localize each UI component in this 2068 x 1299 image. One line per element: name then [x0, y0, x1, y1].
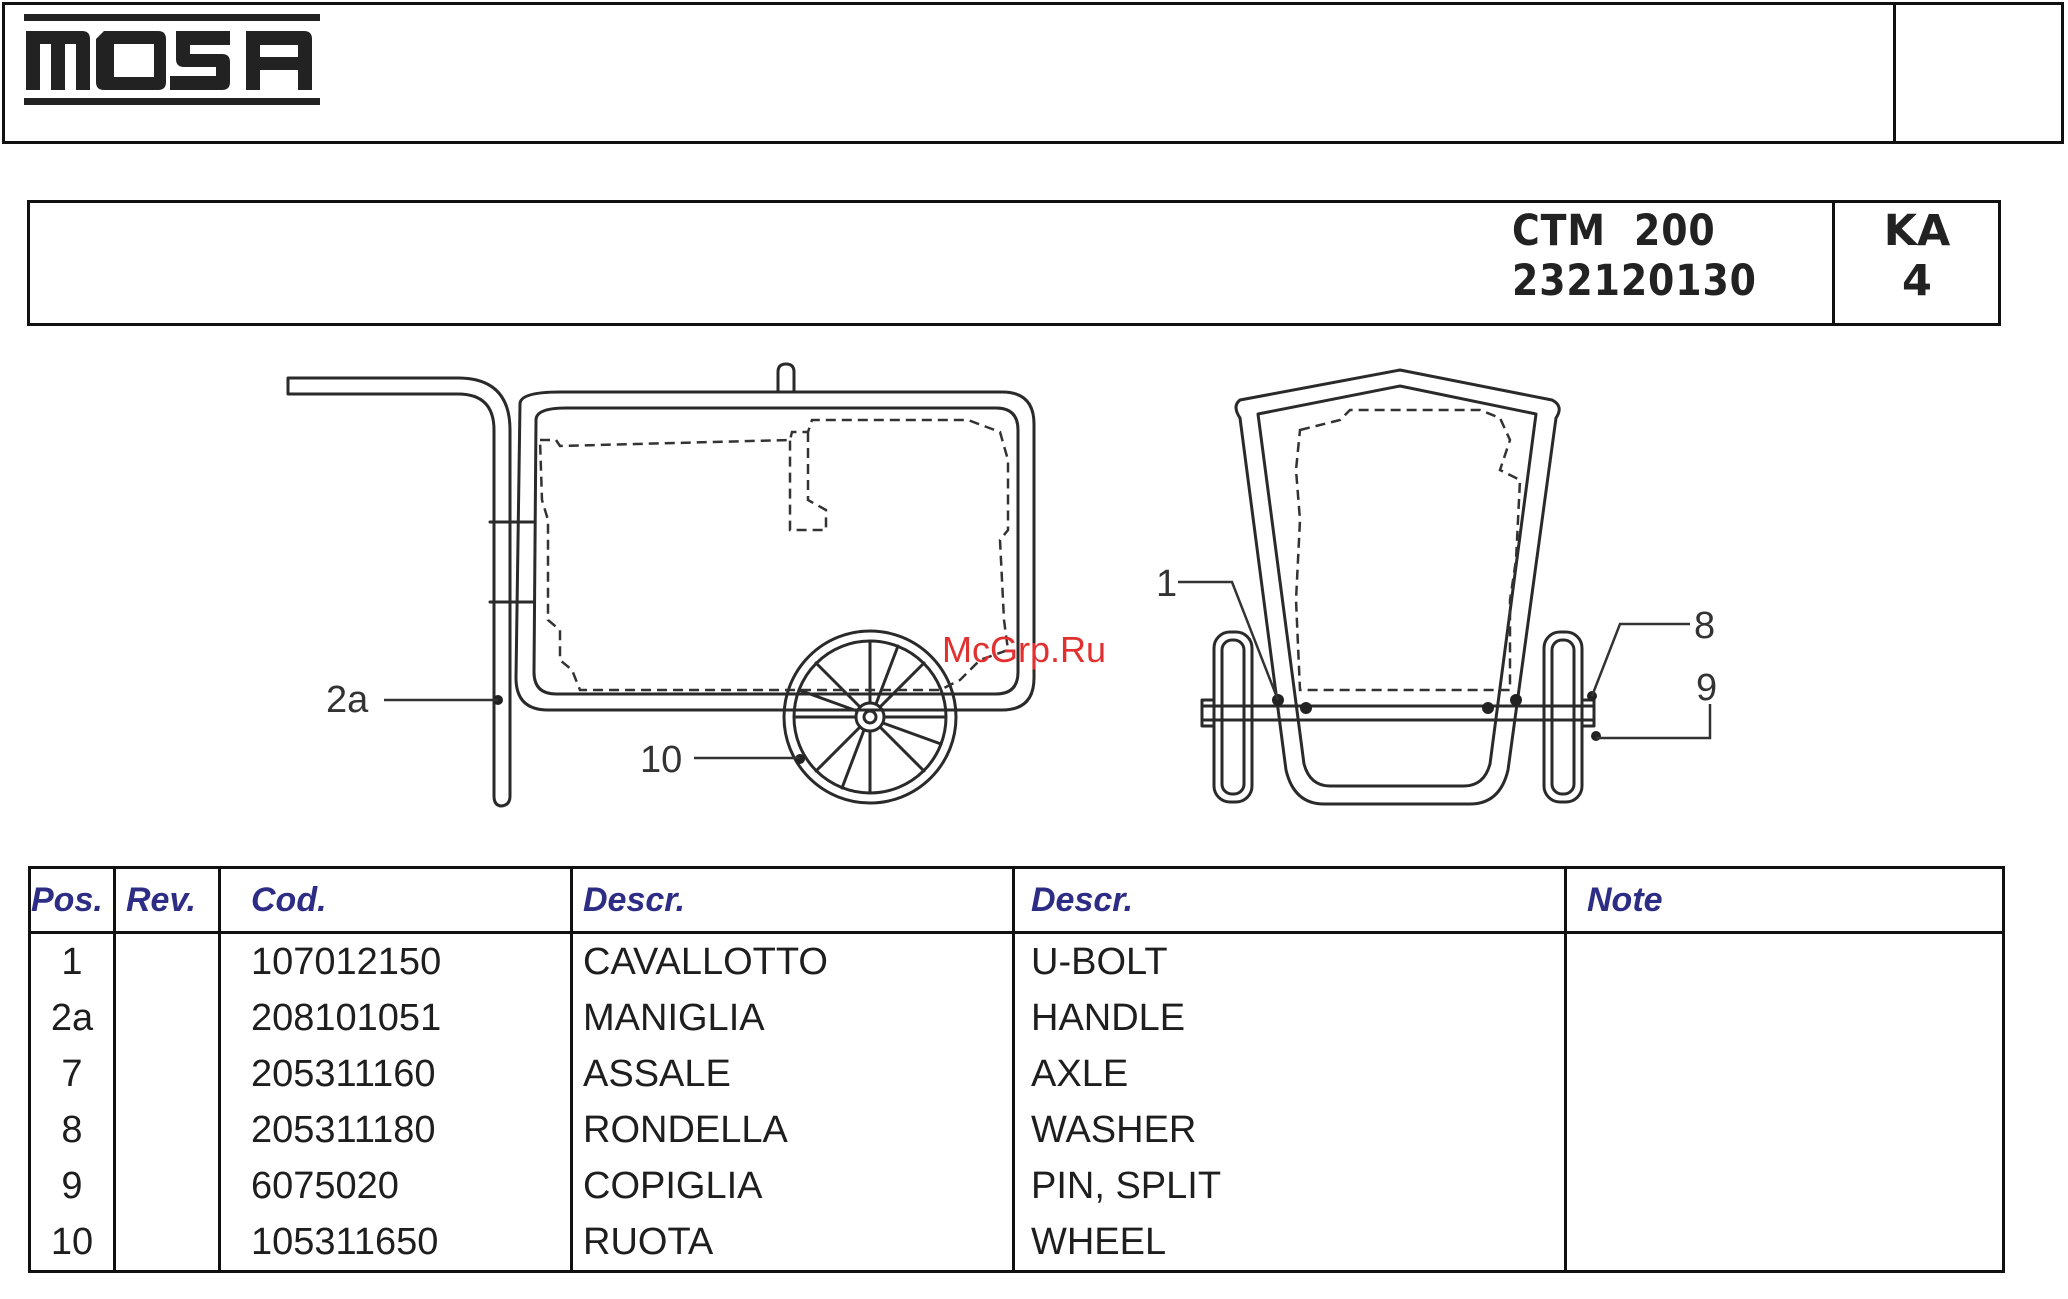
- parts-table: Pos. Rev. Cod. Descr. Descr. Note 1 1070…: [28, 866, 2005, 1273]
- cell-pos: 9: [30, 1158, 115, 1214]
- header-rev: Rev.: [115, 868, 220, 933]
- table-row: 8 205311180 RONDELLA WASHER: [30, 1102, 2004, 1158]
- lifting-eye: [778, 364, 794, 392]
- callout-2a: 2a: [326, 679, 369, 721]
- cell-descr-en: WHEEL: [1014, 1214, 1566, 1272]
- cell-pos: 8: [30, 1102, 115, 1158]
- exploded-drawing: 2a 10 1 8 9 McGrp.Ru: [0, 340, 2068, 820]
- cell-cod: 6075020: [220, 1158, 572, 1214]
- cell-pos: 2a: [30, 990, 115, 1046]
- cell-pos: 7: [30, 1046, 115, 1102]
- engine-outline-front: [1296, 410, 1520, 690]
- callout-9: 9: [1696, 667, 1717, 709]
- cell-descr-it: ASSALE: [572, 1046, 1014, 1102]
- callout-8: 8: [1694, 605, 1715, 647]
- cell-rev: [115, 1214, 220, 1272]
- header-descr-en: Descr.: [1014, 868, 1566, 933]
- title-block-divider: [1832, 200, 1835, 326]
- table-row: 2a 208101051 MANIGLIA HANDLE: [30, 990, 2004, 1046]
- sheet-number: 4: [1836, 256, 1998, 306]
- cell-descr-en: AXLE: [1014, 1046, 1566, 1102]
- sheet-code: KA: [1836, 206, 1998, 256]
- cell-note: [1566, 990, 2004, 1046]
- cell-rev: [115, 1046, 220, 1102]
- callout-1: 1: [1156, 563, 1177, 605]
- cell-descr-en: PIN, SPLIT: [1014, 1158, 1566, 1214]
- header-descr-it: Descr.: [572, 868, 1014, 933]
- cell-cod: 105311650: [220, 1214, 572, 1272]
- cell-descr-it: CAVALLOTTO: [572, 933, 1014, 991]
- cell-descr-it: COPIGLIA: [572, 1158, 1014, 1214]
- cell-rev: [115, 1158, 220, 1214]
- cell-note: [1566, 1046, 2004, 1102]
- model-name: CTM 200: [1512, 206, 1716, 256]
- cell-rev: [115, 990, 220, 1046]
- cell-descr-it: MANIGLIA: [572, 990, 1014, 1046]
- cell-note: [1566, 1158, 2004, 1214]
- cell-note: [1566, 1102, 2004, 1158]
- header-note: Note: [1566, 868, 2004, 933]
- table-row: 10 105311650 RUOTA WHEEL: [30, 1214, 2004, 1272]
- cell-pos: 1: [30, 933, 115, 991]
- header-divider: [1893, 2, 1896, 144]
- front-wheel-right: [1544, 632, 1582, 802]
- cell-cod: 208101051: [220, 990, 572, 1046]
- engine-outline-side: [540, 420, 1008, 690]
- cell-cod: 107012150: [220, 933, 572, 991]
- header-pos: Pos.: [30, 868, 115, 933]
- front-wheel-left: [1214, 632, 1252, 802]
- watermark: McGrp.Ru: [942, 629, 1106, 670]
- table-row: 9 6075020 COPIGLIA PIN, SPLIT: [30, 1158, 2004, 1214]
- callout-10: 10: [640, 739, 682, 781]
- cell-rev: [115, 933, 220, 991]
- table-row: 1 107012150 CAVALLOTTO U-BOLT: [30, 933, 2004, 991]
- cell-cod: 205311180: [220, 1102, 572, 1158]
- model-code: 232120130: [1512, 256, 1757, 306]
- cell-descr-it: RUOTA: [572, 1214, 1014, 1272]
- cell-note: [1566, 1214, 2004, 1272]
- cell-note: [1566, 933, 2004, 991]
- cell-descr-it: RONDELLA: [572, 1102, 1014, 1158]
- front-frame-inner: [1258, 386, 1536, 786]
- cell-descr-en: WASHER: [1014, 1102, 1566, 1158]
- table-header-row: Pos. Rev. Cod. Descr. Descr. Note: [30, 868, 2004, 933]
- cell-descr-en: U-BOLT: [1014, 933, 1566, 991]
- cell-descr-en: HANDLE: [1014, 990, 1566, 1046]
- handle-outline: [288, 378, 510, 806]
- axle: [1202, 706, 1594, 720]
- wheel-spokes: [794, 641, 946, 793]
- cell-rev: [115, 1102, 220, 1158]
- cell-pos: 10: [30, 1214, 115, 1272]
- header-cod: Cod.: [220, 868, 572, 933]
- table-row: 7 205311160 ASSALE AXLE: [30, 1046, 2004, 1102]
- cell-cod: 205311160: [220, 1046, 572, 1102]
- mosa-logo: [24, 14, 324, 106]
